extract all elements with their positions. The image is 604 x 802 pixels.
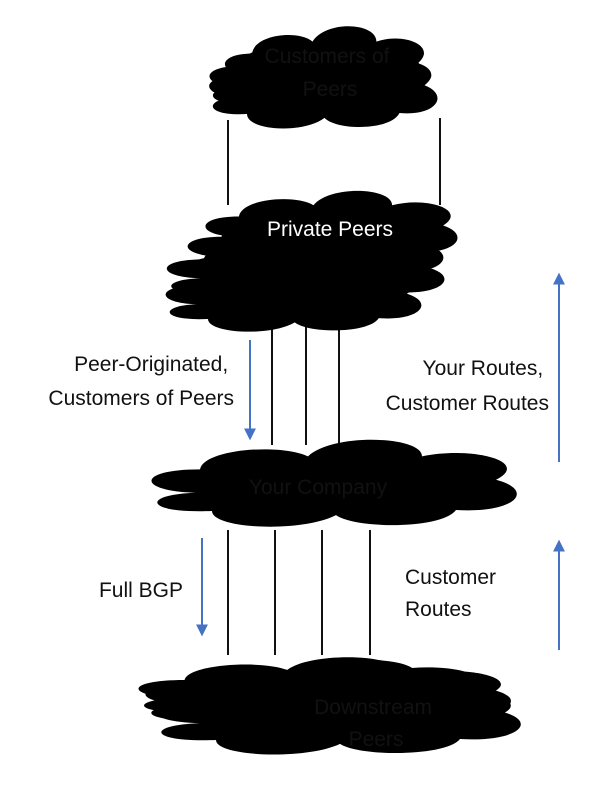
links-company-to-downstream	[227, 530, 371, 655]
full-bgp-label: Full BGP	[99, 579, 183, 602]
your-routes-line2: Customer Routes	[386, 392, 549, 415]
customer-routes-line2: Routes	[405, 598, 472, 621]
customers-of-peers-label: Customers of Peers	[265, 45, 396, 101]
customer-routes-label: Customer Routes	[405, 566, 502, 621]
private-peers-label: Private Peers	[267, 218, 393, 241]
customer-routes-line1: Customer	[405, 566, 496, 589]
peer-originated-label: Peer-Originated, Customers of Peers	[48, 353, 234, 410]
private-peers-cloud	[165, 190, 458, 332]
your-routes-label: Your Routes, Customer Routes	[386, 357, 549, 415]
downstream-peers-line2: Peers	[349, 728, 404, 751]
links-customers-to-private-peers	[227, 118, 441, 205]
peer-originated-line1: Peer-Originated,	[74, 353, 228, 376]
customers-of-peers-line2: Peers	[303, 78, 358, 101]
links-private-peers-to-company	[271, 325, 340, 445]
downstream-peers-label: Downstream Peers	[314, 696, 438, 751]
your-routes-line1: Your Routes,	[423, 357, 544, 380]
peer-originated-line2: Customers of Peers	[48, 387, 234, 410]
downstream-peers-line1: Downstream	[314, 696, 432, 719]
customers-of-peers-line1: Customers of	[265, 45, 390, 68]
your-company-label: Your Company	[249, 476, 388, 499]
